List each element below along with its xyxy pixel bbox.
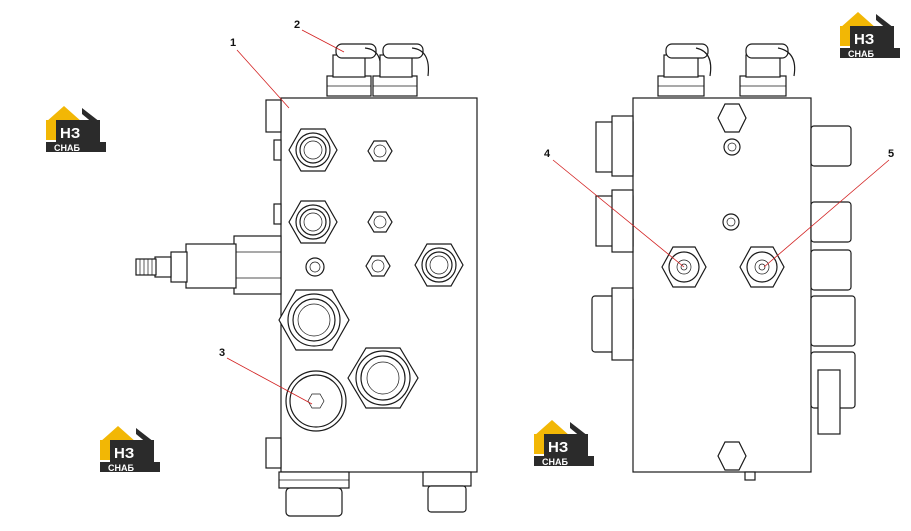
logo-mark: НЗ [114,445,134,462]
logo-mark: НЗ [60,125,80,142]
brand-logo: НЗ СНАБ [100,426,160,473]
bottom-fitting-left [278,471,350,517]
valve-body-rear [632,97,812,473]
logo-word: СНАБ [54,143,80,153]
leader-line [552,159,685,268]
plug [367,211,393,233]
leader-line [226,357,313,405]
top-connector-right [739,43,796,97]
logo-word: СНАБ [848,49,874,59]
large-port [278,289,350,351]
side-cartridge [135,235,282,295]
logo-word: СНАБ [108,463,134,473]
bottom-fitting-right [422,471,472,513]
plug [367,140,393,162]
callout-5: 5 [888,148,894,160]
callout-2: 2 [294,19,300,31]
callout-4: 4 [544,148,551,160]
brand-logo: НЗ СНАБ [840,12,900,59]
front-view [135,43,478,517]
plug [365,255,391,277]
rear-view [591,43,856,481]
large-port [347,347,419,409]
leader-line [301,29,345,53]
callout-3: 3 [219,347,225,359]
brand-logo: НЗ СНАБ [46,106,106,153]
logo-mark: НЗ [854,31,874,48]
top-connector-right [372,43,430,97]
cap-plug [285,370,347,432]
callout-1: 1 [230,37,236,49]
top-connector-left [326,43,382,97]
logo-mark: НЗ [548,439,568,456]
brand-logo: НЗ СНАБ [534,420,594,467]
top-connector-left [657,43,712,97]
callouts: 1 2 3 4 5 [219,19,894,405]
leader-line [763,159,890,268]
test-port-5 [739,246,785,288]
logo-word: СНАБ [542,457,568,467]
leader-line [236,49,290,109]
